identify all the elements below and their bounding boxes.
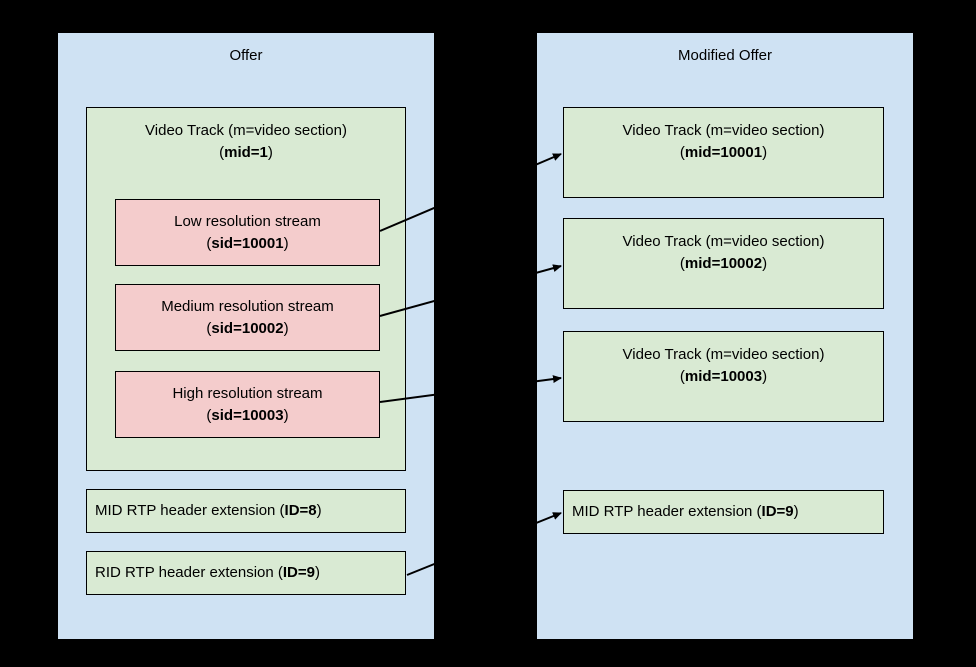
low-resolution-stream-box: Low resolution stream (sid=10001) [115,199,380,266]
modified-mid-rtp-extension-box: MID RTP header extension (ID=9) [563,490,884,534]
offer-video-track-box: Video Track (m=video section) (mid=1) Lo… [86,107,406,471]
medium-resolution-stream-box: Medium resolution stream (sid=10002) [115,284,380,351]
high-resolution-stream-label: High resolution stream (sid=10003) [172,384,323,424]
offer-video-track-label: Video Track (m=video section) (mid=1) [145,122,347,161]
medium-resolution-stream-label: Medium resolution stream (sid=10002) [161,297,334,337]
offer-rid-rtp-extension-box: RID RTP header extension (ID=9) [86,551,406,595]
modified-video-track-1-box: Video Track (m=video section) (mid=10001… [563,107,884,198]
offer-mid-rtp-extension-box: MID RTP header extension (ID=8) [86,489,406,533]
modified-video-track-1-label: Video Track (m=video section) (mid=10001… [622,122,825,161]
modified-video-track-3-box: Video Track (m=video section) (mid=10003… [563,331,884,422]
offer-panel: Offer Video Track (m=video section) (mid… [58,33,434,639]
offer-panel-title: Offer [229,47,263,64]
high-resolution-stream-box: High resolution stream (sid=10003) [115,371,380,438]
modified-offer-panel-title: Modified Offer [678,47,772,64]
modified-video-track-2-box: Video Track (m=video section) (mid=10002… [563,218,884,309]
low-resolution-stream-label: Low resolution stream (sid=10001) [174,212,321,252]
modified-offer-panel: Modified Offer Video Track (m=video sect… [537,33,913,639]
modified-video-track-3-label: Video Track (m=video section) (mid=10003… [622,346,825,385]
modified-video-track-2-label: Video Track (m=video section) (mid=10002… [622,233,825,272]
